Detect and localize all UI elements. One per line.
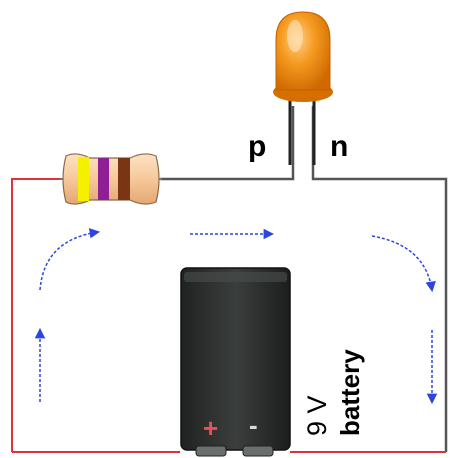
battery-top-shade — [184, 272, 287, 282]
battery-positive-label: + — [203, 413, 219, 443]
battery-terminal-negative — [242, 445, 274, 457]
resistor-band-violet — [98, 158, 109, 200]
battery-negative-label: - — [249, 410, 258, 440]
battery — [180, 267, 291, 457]
battery-voltage-label: 9 V — [302, 395, 332, 436]
wire-resistor-to-led — [160, 106, 295, 181]
led-anode-label: p — [248, 130, 267, 163]
led-highlight — [287, 20, 303, 52]
current-flow-arrows — [34, 228, 438, 405]
resistor-band-yellow — [78, 157, 89, 201]
flow-arrow-corner-top-right — [371, 235, 436, 293]
led — [273, 11, 333, 165]
battery-label: battery — [335, 349, 365, 436]
battery-label-group: 9 V battery — [300, 326, 370, 436]
positive-wire — [11, 178, 62, 452]
led-cathode-label: n — [330, 130, 349, 163]
led-dome — [275, 11, 331, 91]
resistor-band-brown — [118, 158, 130, 200]
resistor — [60, 153, 162, 205]
battery-terminal-positive — [195, 445, 227, 457]
battery-body — [180, 267, 291, 451]
flow-arrow-corner-top-left — [39, 228, 101, 291]
resistor-body — [62, 153, 160, 205]
